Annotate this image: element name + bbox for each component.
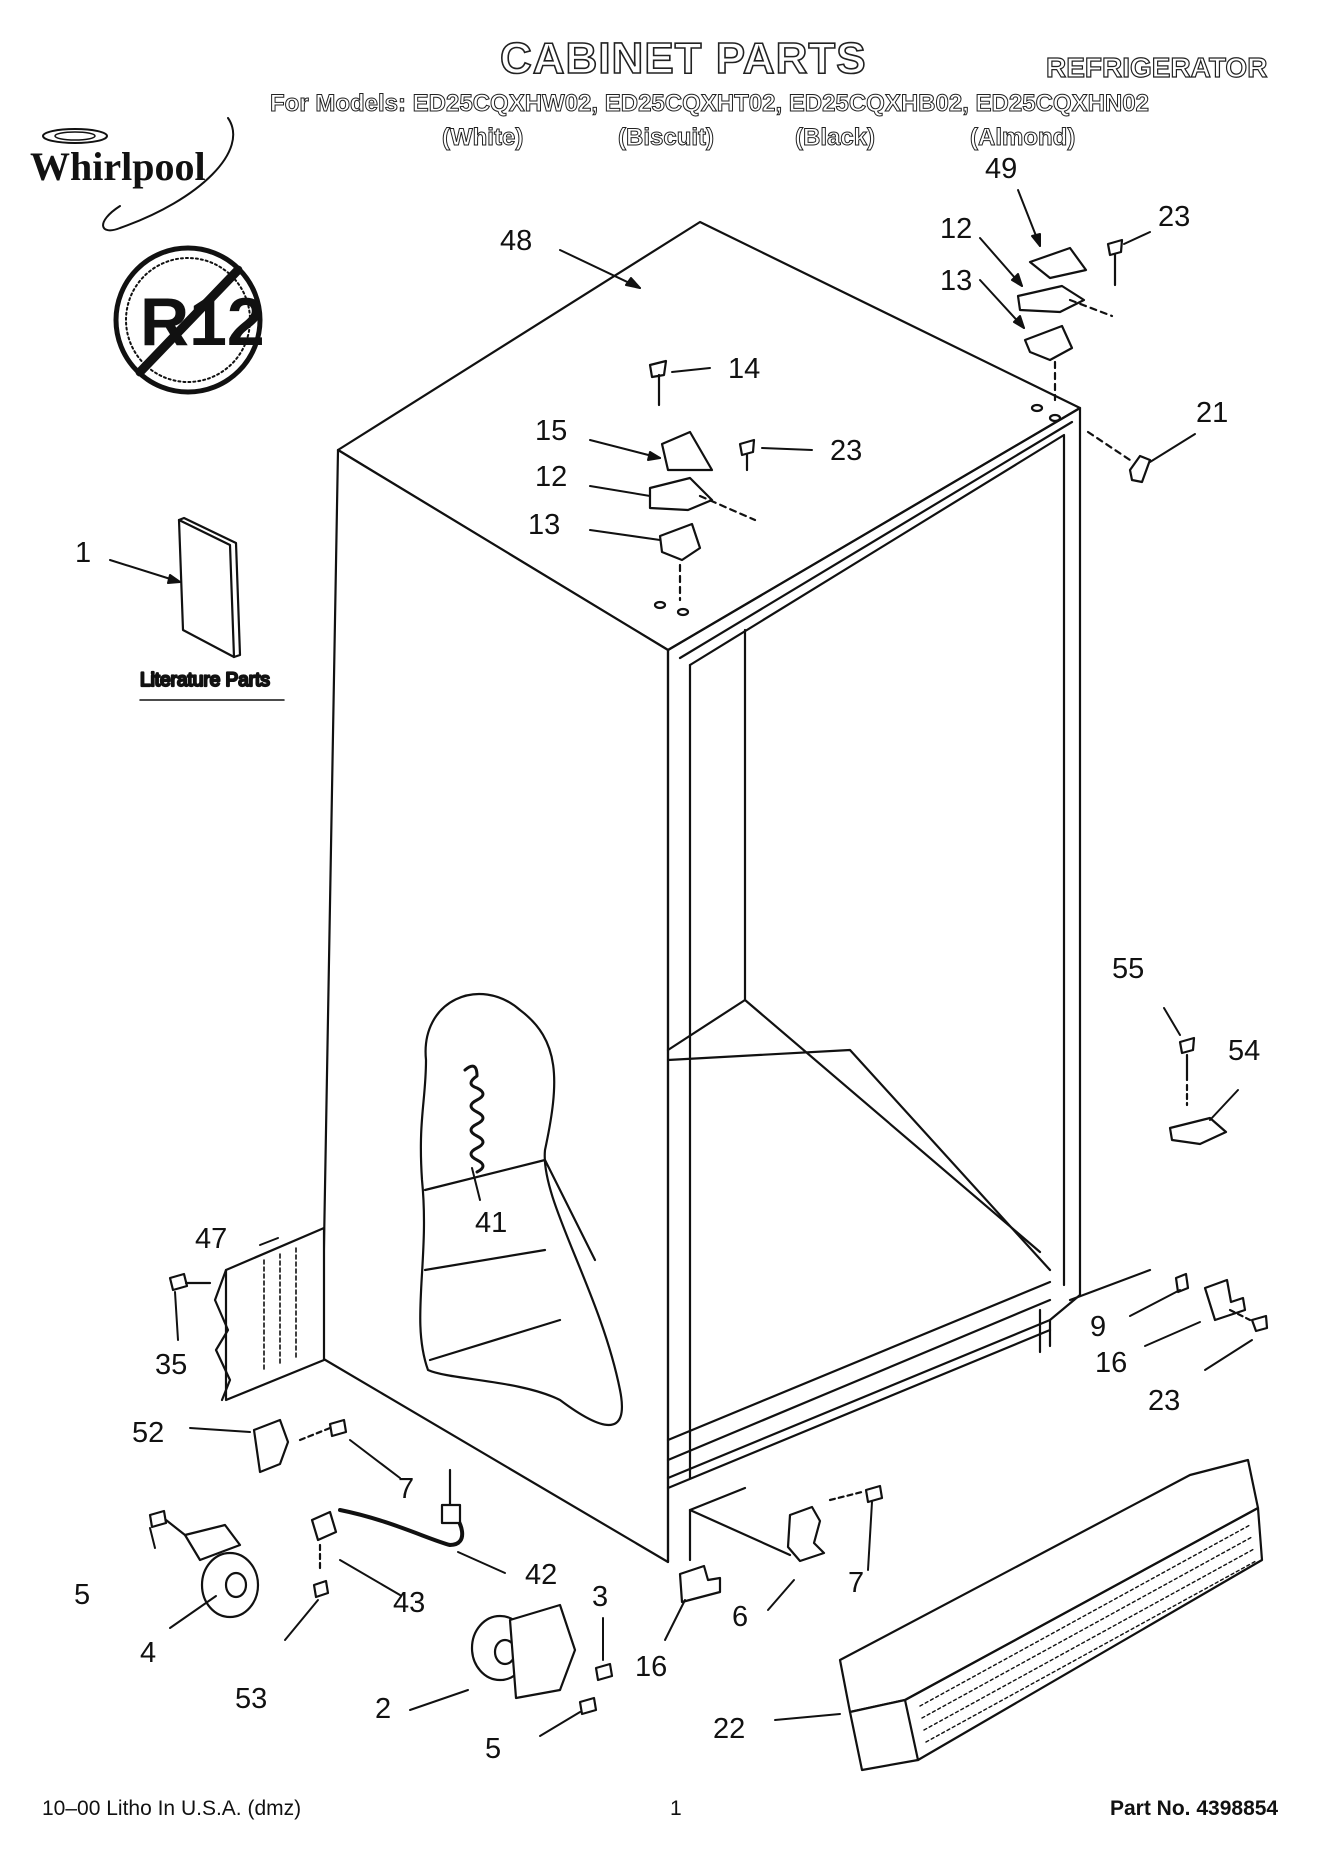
- callout-1: 1: [75, 537, 91, 569]
- callout-14: 14: [728, 353, 760, 385]
- callout-9: 9: [1090, 1311, 1106, 1343]
- callout-23-mid: 23: [830, 435, 862, 467]
- callout-16-right: 16: [1095, 1347, 1127, 1379]
- brand-logo-text: Whirlpool: [30, 144, 206, 189]
- callout-53: 53: [235, 1683, 267, 1715]
- callout-6: 6: [732, 1601, 748, 1633]
- models-line: For Models: ED25CQXHW02, ED25CQXHT02, ED…: [270, 90, 1150, 118]
- caster-4-icon: [148, 1509, 260, 1619]
- callout-16-bottom: 16: [635, 1651, 667, 1683]
- whirlpool-logo: Whirlpool: [30, 117, 235, 232]
- callout-42: 42: [525, 1559, 557, 1591]
- callout-35: 35: [155, 1349, 187, 1381]
- leader-lines: [109, 189, 1253, 1737]
- callout-47: 47: [195, 1223, 227, 1255]
- callout-numbers: 48 49 12 13 23 14 15 12 13 23 21 1 55 54…: [74, 153, 1260, 1765]
- callout-7-right: 7: [848, 1567, 864, 1599]
- roller-2-icon: [470, 1603, 614, 1716]
- callout-55: 55: [1112, 953, 1144, 985]
- callout-52: 52: [132, 1417, 164, 1449]
- base-grille-22: [838, 1458, 1264, 1772]
- color-almond: (Almond): [969, 124, 1076, 152]
- callout-43: 43: [393, 1587, 425, 1619]
- appliance-type: REFRIGERATOR: [1045, 51, 1268, 83]
- callout-4: 4: [140, 1637, 156, 1669]
- callout-54: 54: [1228, 1035, 1260, 1067]
- no-r12-badge-icon: R12: [113, 245, 265, 395]
- literature-booklet-icon: [139, 516, 285, 701]
- bracket-6-icon: [688, 1484, 884, 1563]
- callout-2: 2: [375, 1693, 391, 1725]
- rear-access-panel-47: [168, 1226, 326, 1402]
- bracket-54-icon: [1168, 1036, 1228, 1146]
- top-hinge-right: [1016, 238, 1124, 423]
- drain-tube-42: [310, 1468, 464, 1599]
- callout-7-left: 7: [398, 1473, 414, 1505]
- clip-52-icon: [252, 1418, 348, 1474]
- cabinet-cutaway: [419, 993, 623, 1427]
- callout-13-right: 13: [940, 265, 972, 297]
- part-number: Part No. 4398854: [1110, 1797, 1279, 1820]
- callout-23-top: 23: [1158, 201, 1190, 233]
- callout-12-left: 12: [535, 461, 567, 493]
- callout-22: 22: [713, 1713, 745, 1745]
- bracket-9-16-icon: [1068, 1268, 1269, 1333]
- literature-parts-label: Literature Parts: [140, 670, 270, 691]
- callout-21: 21: [1196, 397, 1228, 429]
- callout-13-left: 13: [528, 509, 560, 541]
- spring-41-icon: [463, 1064, 485, 1174]
- page-number: 1: [670, 1797, 682, 1820]
- pin-21-icon: [1086, 430, 1152, 484]
- color-biscuit: (Biscuit): [618, 124, 715, 152]
- color-black: (Black): [794, 124, 876, 152]
- callout-12-right: 12: [940, 213, 972, 245]
- clip-16-icon: [678, 1564, 722, 1604]
- callout-41: 41: [475, 1207, 507, 1239]
- callout-3: 3: [592, 1581, 608, 1613]
- callout-23-low: 23: [1148, 1385, 1180, 1417]
- callout-49: 49: [985, 153, 1017, 185]
- page-title: CABINET PARTS: [499, 33, 867, 84]
- print-info: 10–00 Litho In U.S.A. (dmz): [42, 1797, 302, 1820]
- callout-48: 48: [500, 225, 532, 257]
- callout-5-left: 5: [74, 1579, 90, 1611]
- top-hinge-left: [648, 359, 757, 617]
- callout-15: 15: [535, 415, 567, 447]
- callout-5-bottom: 5: [485, 1733, 501, 1765]
- color-white: (White): [441, 124, 524, 152]
